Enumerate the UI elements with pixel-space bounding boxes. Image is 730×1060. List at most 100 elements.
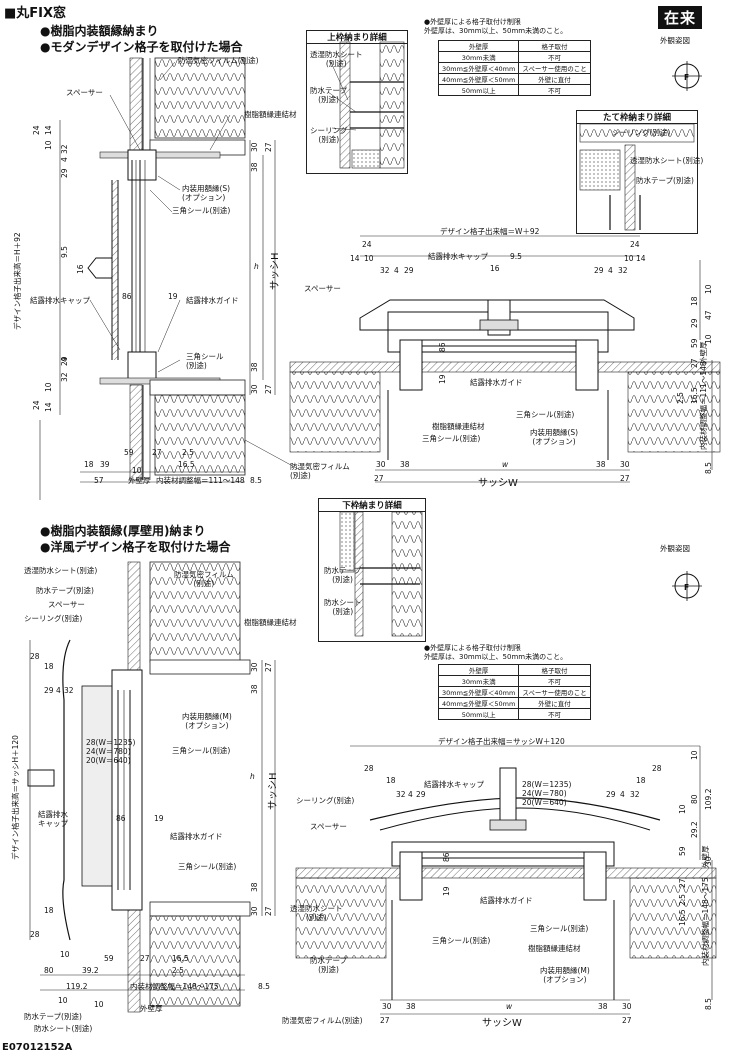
dim: 30 xyxy=(622,1002,632,1011)
dim: 9.5 xyxy=(60,246,69,258)
dim: 32 xyxy=(64,686,74,695)
dim-sash-h: サッシH xyxy=(268,772,279,810)
dim: 29 xyxy=(44,686,54,695)
dim-design-height: デザイン格子出来高＝H＋92 xyxy=(13,232,22,330)
dim: 16 xyxy=(76,264,85,274)
dim: 18 xyxy=(690,296,699,306)
dim: 59 xyxy=(104,954,114,963)
dim: 14 xyxy=(44,125,53,135)
dim: 29 xyxy=(606,790,616,799)
dim: 29 xyxy=(404,266,414,275)
dim: 2.5 xyxy=(676,392,685,404)
label-h-interior: 内装用額縁(M) (オプション) xyxy=(540,966,590,984)
table-cell: スペーサー使用のこと xyxy=(518,686,591,698)
dim: 10 xyxy=(132,466,142,475)
dim: 27 xyxy=(380,1016,390,1025)
dim: 38 xyxy=(406,1002,416,1011)
dim: 38 xyxy=(250,162,259,172)
label-spacer: スペーサー xyxy=(48,600,85,609)
dim: 30 xyxy=(376,460,386,469)
label-resin-frame: 樹脂額縁連結材 xyxy=(244,110,297,119)
dim: 32 xyxy=(396,790,406,799)
label-adjust: 内装材調整幅＝148〜175 xyxy=(130,982,219,991)
dim: 32 xyxy=(380,266,390,275)
section2-exterior-view-label: 外観姿図 xyxy=(660,544,690,553)
label-interior-frame: 内装用額縁(S) (オプション) xyxy=(182,184,231,202)
side-label-sheet: 透湿防水シート(別途) xyxy=(630,156,704,165)
dim: 4 xyxy=(60,157,69,162)
dim-design-width: デザイン格子出来幅＝サッシW＋120 xyxy=(438,737,565,746)
table-cell: 外壁に直付 xyxy=(518,697,591,709)
dim: 27 xyxy=(264,384,273,394)
label-w: w xyxy=(506,1002,513,1011)
dim: 18 xyxy=(44,662,54,671)
table-cell: 不可 xyxy=(518,84,591,96)
dim: 59 xyxy=(678,846,687,856)
dim: 29 xyxy=(690,318,699,328)
label-tri-seal2: 三角シール(別途) xyxy=(178,862,237,871)
table-cell: スペーサー使用のこと xyxy=(518,62,591,74)
label-sheet-b: 防水シート(別途) xyxy=(34,1024,93,1033)
dim: 10 xyxy=(624,254,634,263)
dim: 59 xyxy=(690,338,699,348)
table-cell: 30mm未満 xyxy=(437,51,520,63)
dim: 8.5 xyxy=(258,982,270,991)
table-cell: 外壁に直付 xyxy=(518,73,591,85)
dim-sash-w: サッシW xyxy=(482,1018,522,1029)
dim: 19 xyxy=(442,886,451,896)
table-cell: 30mm未満 xyxy=(437,675,520,687)
detail-label-sheet: 防水シート (別途) xyxy=(324,598,362,616)
label-proj-a-h: 28(W＝1235) xyxy=(522,780,572,789)
dim: 24 xyxy=(362,240,372,249)
section2-subtitle1: ●樹脂内装額縁(厚壁用)納まり xyxy=(40,524,206,538)
dim: 47 xyxy=(704,310,713,320)
label-exterior-wall: 外壁厚 xyxy=(140,1004,163,1013)
label-proj-c-h: 20(W＝640) xyxy=(522,798,567,807)
dim: 38 xyxy=(598,1002,608,1011)
dim: 38 xyxy=(250,882,259,892)
dim: 27 xyxy=(374,474,384,483)
dim: 4 xyxy=(608,266,613,275)
detail-bottom-title: 下枠納まり詳細 xyxy=(319,499,425,512)
dim: 10 xyxy=(44,382,53,392)
label-h-resin: 樹脂額縁連結材 xyxy=(528,944,581,953)
label-resin-h: 樹脂額縁連結材 xyxy=(432,422,485,431)
label-cap-h: 結露排水キャップ xyxy=(428,252,488,261)
dim: 10 xyxy=(60,950,70,959)
label-spacer-h: スペーサー xyxy=(304,284,341,293)
dim: 2.5 xyxy=(678,894,687,906)
dim: 30 xyxy=(704,856,713,866)
label-proj-a: 28(W＝1235) xyxy=(86,738,136,747)
dim: 80 xyxy=(690,794,699,804)
section1-note: ●外壁厚による格子取付け制限 外壁厚は、30mm以上、50mm未満のこと。 xyxy=(424,18,568,35)
label-interior-frame: 内装用額縁(M) (オプション) xyxy=(182,712,232,730)
table-header: 外壁厚 xyxy=(437,40,520,52)
label-h-sealing: シーリング(別途) xyxy=(296,796,355,805)
dim: 27 xyxy=(140,954,150,963)
side-label-sealing: シーリング(別途) xyxy=(612,128,671,137)
dim: 4 xyxy=(56,686,61,695)
dim: 18 xyxy=(636,776,646,785)
dim: 28 xyxy=(30,930,40,939)
dim: 28 xyxy=(364,764,374,773)
dim-adjust-v: 内装材調整幅＝111〜148 xyxy=(699,361,708,450)
dim: 10 xyxy=(704,334,713,344)
label-w: w xyxy=(502,460,509,469)
label-tri-seal: 三角シール(別途) xyxy=(172,206,231,215)
dim: 18 xyxy=(386,776,396,785)
detail-label-sealing: シーリング (別途) xyxy=(310,126,348,144)
dim: 27 xyxy=(678,878,687,888)
label-h-cap: 結露排水キャップ xyxy=(424,780,484,789)
dim: 38 xyxy=(400,460,410,469)
dim: 4 xyxy=(408,790,413,799)
table-header: 格子取付 xyxy=(518,664,591,676)
dim: 30 xyxy=(250,384,259,394)
dim: 16.5 xyxy=(690,387,699,404)
table-cell: 50mm以上 xyxy=(437,708,520,720)
dim: 29 xyxy=(60,356,69,366)
dim: 27 xyxy=(622,1016,632,1025)
document-code: E07012152A xyxy=(2,1042,73,1053)
label-exterior-wall: 外壁厚 xyxy=(128,476,151,485)
dim: 10 xyxy=(58,996,68,1005)
